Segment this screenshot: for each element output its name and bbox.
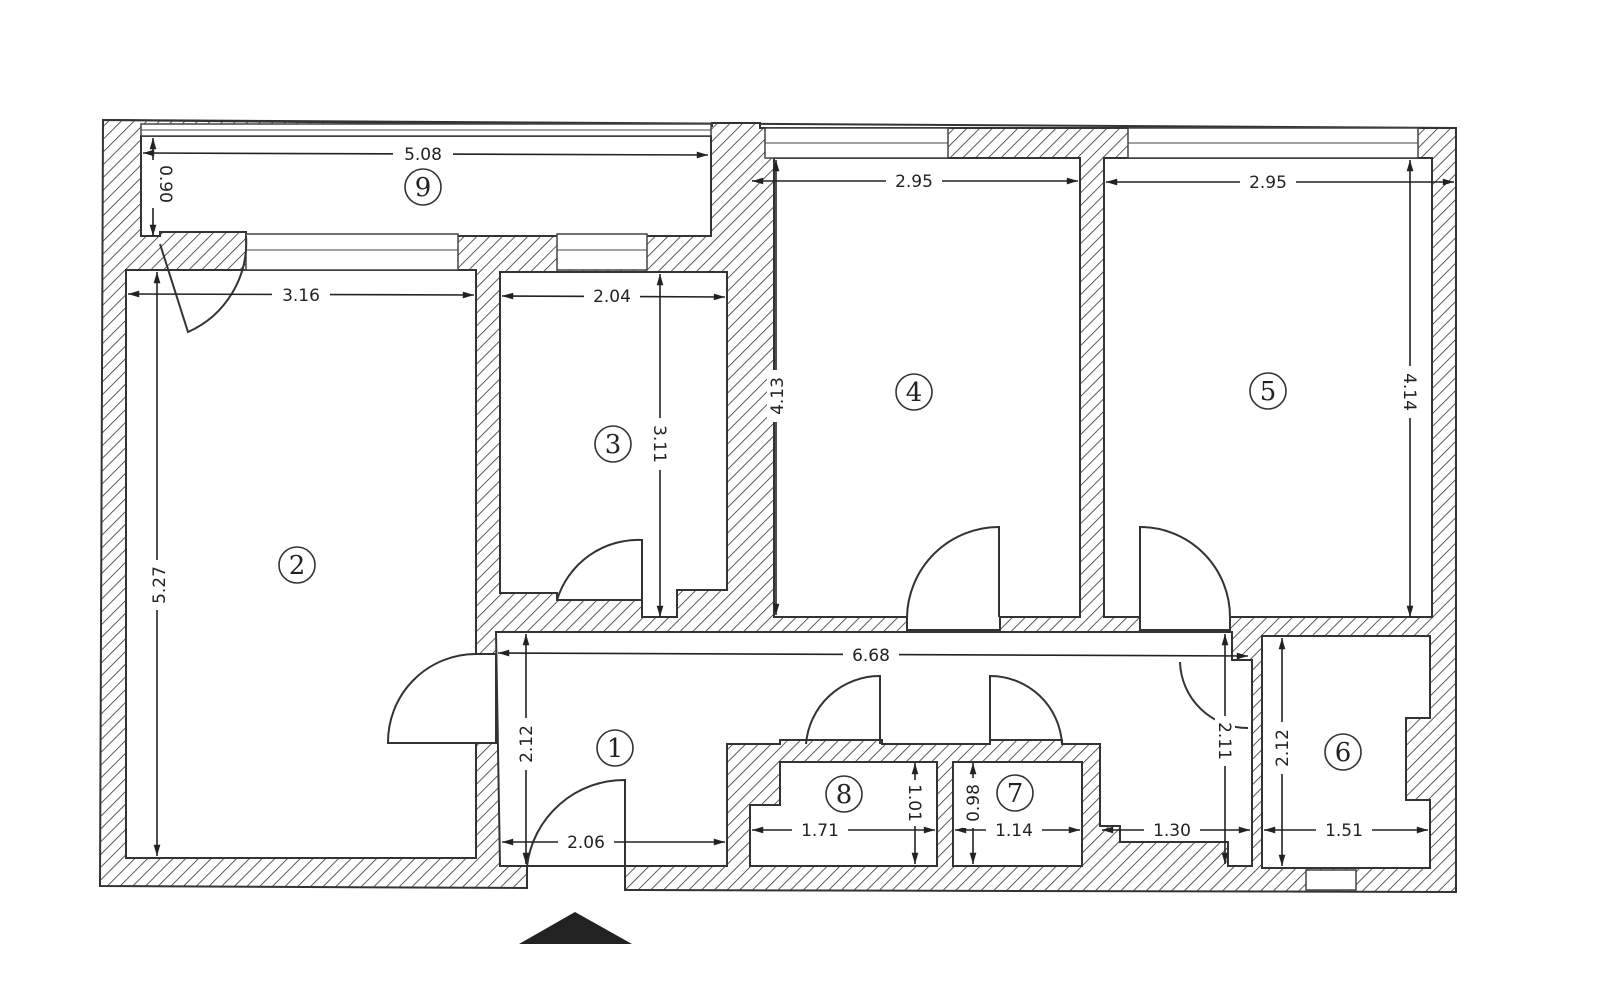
dim-room7-width: 1.14 bbox=[995, 821, 1033, 841]
dim-hall-width: 1.30 bbox=[1153, 821, 1191, 841]
dim-room4-length: 4.13 bbox=[768, 377, 788, 415]
svg-text:8: 8 bbox=[836, 780, 853, 810]
svg-text:9: 9 bbox=[415, 173, 432, 203]
door-entrance bbox=[526, 778, 626, 867]
dim-room8-depth: 1.01 bbox=[904, 784, 924, 822]
dimension-labels: 5.08 0.90 3.16 5.27 2.04 3.11 2.95 4.13 … bbox=[144, 143, 1420, 853]
window-room3 bbox=[556, 233, 648, 271]
room-label-3: 3 bbox=[594, 425, 632, 463]
dim-room5-length: 4.14 bbox=[1399, 373, 1419, 411]
svg-text:4: 4 bbox=[906, 378, 923, 408]
room-label-4: 4 bbox=[895, 373, 933, 411]
room-7-area bbox=[952, 761, 1083, 867]
door-room5 bbox=[1139, 525, 1231, 618]
dim-room7-depth: 0.98 bbox=[964, 784, 984, 822]
room-label-8: 8 bbox=[825, 775, 863, 813]
door-room4 bbox=[906, 525, 1000, 618]
dim-room1-width: 2.06 bbox=[567, 833, 605, 853]
dim-room2-width: 3.16 bbox=[282, 286, 320, 306]
dim-room5-width: 2.95 bbox=[1249, 173, 1287, 193]
dim-room9-width: 5.08 bbox=[404, 145, 442, 165]
door-room3 bbox=[556, 538, 643, 601]
dim-room4-width: 2.95 bbox=[895, 172, 933, 192]
dim-room8-width: 1.71 bbox=[801, 821, 839, 841]
dim-room6-width: 1.51 bbox=[1325, 821, 1363, 841]
dim-room2-length: 5.27 bbox=[150, 566, 170, 604]
dim-room6-depth: 2.12 bbox=[1273, 729, 1293, 767]
dim-room9-depth: 0.90 bbox=[155, 165, 175, 203]
dim-hall-depth: 2.11 bbox=[1214, 722, 1234, 760]
room-label-2: 2 bbox=[278, 546, 316, 584]
windows bbox=[140, 123, 1419, 891]
dim-room3-length: 3.11 bbox=[649, 425, 669, 463]
dim-room1-depth: 2.12 bbox=[517, 725, 537, 763]
room-label-6: 6 bbox=[1324, 733, 1362, 771]
window-room6 bbox=[1305, 869, 1357, 891]
door-room7 bbox=[989, 674, 1063, 745]
svg-text:5: 5 bbox=[1260, 377, 1277, 407]
dim-room3-width: 2.04 bbox=[593, 287, 631, 307]
door-room8 bbox=[805, 674, 881, 745]
room-label-7: 7 bbox=[996, 774, 1034, 812]
room-label-9: 9 bbox=[404, 168, 442, 206]
window-room2 bbox=[245, 233, 459, 271]
svg-text:7: 7 bbox=[1007, 779, 1024, 809]
entrance-arrow-icon bbox=[519, 912, 632, 944]
room-label-1: 1 bbox=[596, 729, 634, 767]
svg-text:6: 6 bbox=[1335, 738, 1352, 768]
room-labels: 9 2 3 4 5 1 8 7 6 bbox=[278, 168, 1362, 813]
room-label-5: 5 bbox=[1249, 372, 1287, 410]
dim-corridor-length: 6.68 bbox=[852, 646, 890, 666]
svg-text:2: 2 bbox=[289, 551, 306, 581]
svg-text:1: 1 bbox=[607, 734, 624, 764]
svg-text:3: 3 bbox=[605, 430, 622, 460]
door-room2 bbox=[386, 653, 477, 744]
